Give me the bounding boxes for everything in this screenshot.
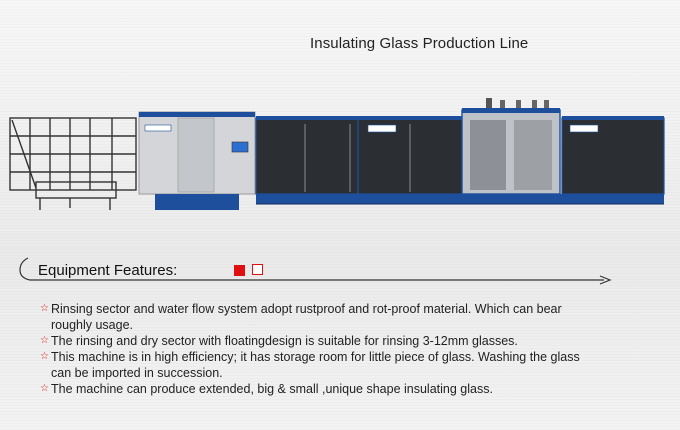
star-icon: ☆ [40,335,49,346]
feature-item: ☆ Rinsing sector and water flow system a… [40,301,620,333]
star-icon: ☆ [40,303,49,314]
press-unit [461,98,561,195]
washing-unit [138,111,256,210]
base-rail [256,194,664,204]
slide-indicator-active[interactable] [234,265,245,276]
star-icon: ☆ [40,383,49,394]
page-title: Insulating Glass Production Line [310,35,529,52]
feature-text: Rinsing sector and water flow system ado… [51,302,562,316]
feature-text: The machine can produce extended, big & … [51,382,493,396]
feature-item: ☆ This machine is in high efficiency; it… [40,349,620,381]
feature-text: The rinsing and dry sector with floating… [51,334,518,348]
loading-rack [9,117,137,210]
assembly-section-1 [255,116,463,195]
production-line-image [9,98,665,210]
unloading-section [561,116,665,195]
feature-item: ☆ The machine can produce extended, big … [40,381,620,397]
features-heading: Equipment Features: [38,262,178,279]
feature-list: ☆ Rinsing sector and water flow system a… [40,301,620,397]
feature-item: ☆ The rinsing and dry sector with floati… [40,333,620,349]
slide-indicator-inactive[interactable] [252,264,263,275]
section-divider [19,257,612,285]
feature-text-continued: can be imported in succession. [51,366,223,380]
star-icon: ☆ [40,351,49,362]
feature-text: This machine is in high efficiency; it h… [51,350,580,364]
feature-text-continued: roughly usage. [51,318,134,332]
